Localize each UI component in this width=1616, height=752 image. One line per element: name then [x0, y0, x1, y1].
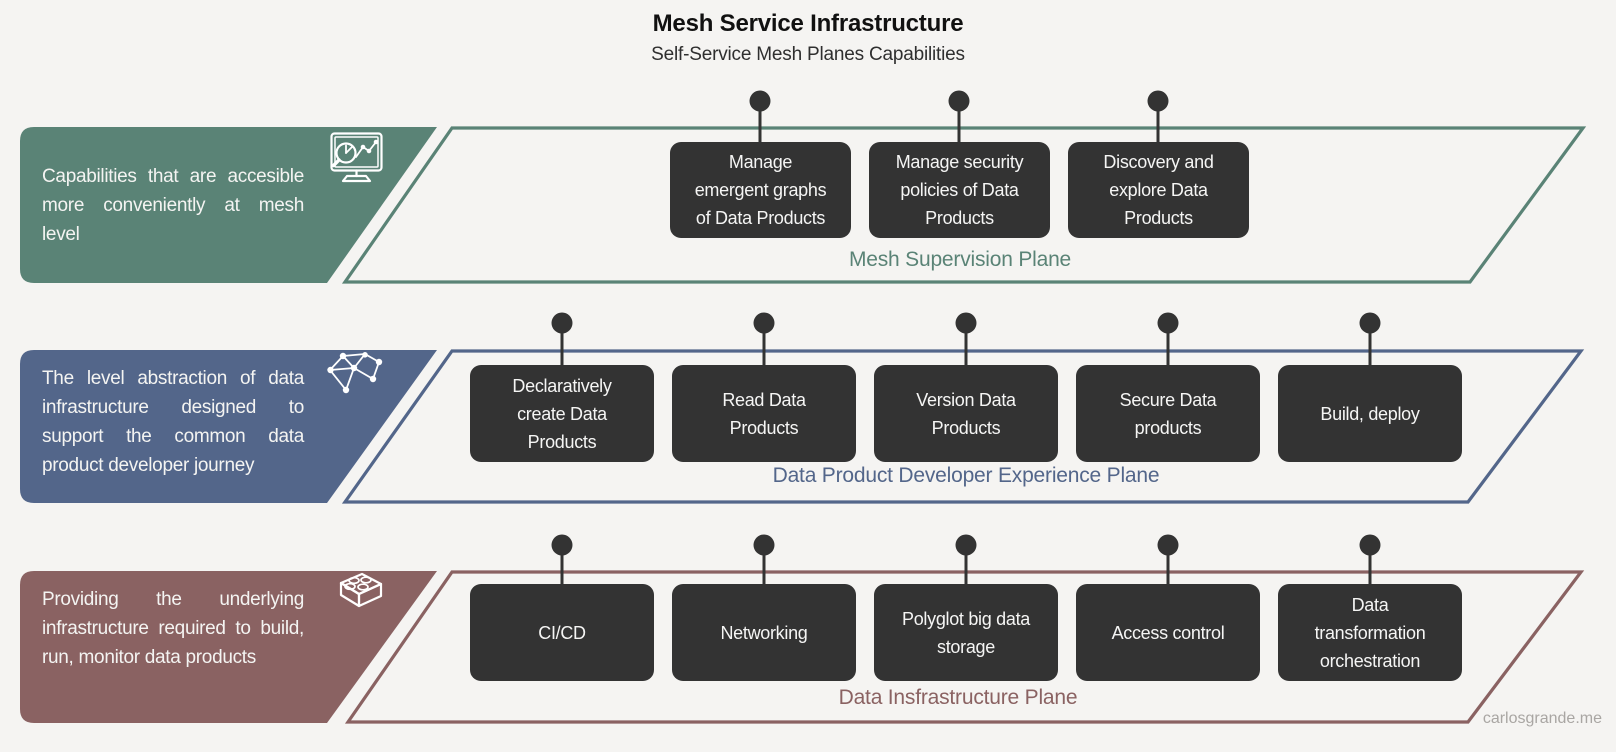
- data-infrastructure-description-shape: [20, 571, 437, 723]
- page-subtitle: Self-Service Mesh Planes Capabilities: [651, 44, 965, 65]
- data-infrastructure-plane-label: Data Insfrastructure Plane: [838, 686, 1078, 709]
- lego-brick-icon: [326, 571, 386, 630]
- developer-experience-description-shape: [20, 350, 437, 503]
- capability-box: Polyglot big data storage: [874, 584, 1058, 681]
- capability-box: Access control: [1076, 584, 1260, 681]
- capability-box: Secure Data products: [1076, 365, 1260, 462]
- capability-box: Version Data Products: [874, 365, 1058, 462]
- capability-box: Manage security policies of Data Product…: [869, 142, 1050, 238]
- page-title: Mesh Service Infrastructure: [652, 10, 964, 37]
- capability-box: Discovery and explore Data Products: [1068, 142, 1249, 238]
- capability-box: Manage emergent graphs of Data Products: [670, 142, 851, 238]
- monitor-analytics-icon: [330, 132, 386, 191]
- mesh-supervision-plane-label: Mesh Supervision Plane: [848, 248, 1072, 271]
- developer-experience-description: The level abstraction of data infrastruc…: [42, 368, 304, 476]
- data-infrastructure-plane-outline: [344, 570, 1585, 724]
- mesh-level-description: Capabilities that are accesible more con…: [42, 166, 304, 245]
- capability-box: Read Data Products: [672, 365, 856, 462]
- developer-experience-plane-label: Data Product Developer Experience Plane: [772, 464, 1160, 487]
- mesh-supervision-plane-outline: [341, 126, 1587, 284]
- capability-box: CI/CD: [470, 584, 654, 681]
- capability-box: Data transformation orchestration: [1278, 584, 1462, 681]
- infrastructure-description: Providing the underlying infrastructure …: [42, 589, 304, 668]
- capability-box: Networking: [672, 584, 856, 681]
- network-graph-icon: [327, 352, 383, 401]
- capability-box: Declaratively create Data Products: [470, 365, 654, 462]
- developer-experience-plane-outline: [341, 349, 1585, 504]
- watermark: carlosgrande.me: [1482, 710, 1602, 727]
- capability-box: Build, deploy: [1278, 365, 1462, 462]
